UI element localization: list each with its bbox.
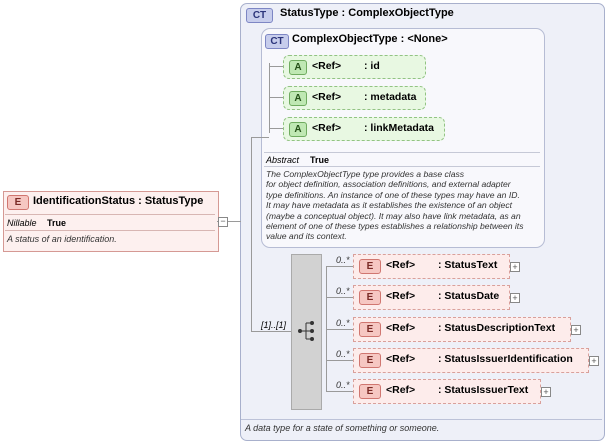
type-connector bbox=[217, 221, 241, 222]
attribute-connector bbox=[269, 63, 270, 133]
base-type-description: The ComplexObjectType type provides a ba… bbox=[266, 169, 524, 242]
element-title: IdentificationStatus : StatusType bbox=[33, 195, 204, 207]
description-line: element of one of these types establishe… bbox=[266, 221, 524, 232]
nillable-label: Nillable bbox=[7, 218, 37, 228]
divider bbox=[5, 214, 215, 215]
element-connector bbox=[326, 360, 353, 361]
element-connector bbox=[326, 329, 353, 330]
element-badge: E bbox=[359, 322, 381, 337]
element-badge: E bbox=[359, 259, 381, 274]
element-connector bbox=[326, 391, 353, 392]
complex-type-badge: CT bbox=[265, 34, 289, 49]
identification-status-element[interactable] bbox=[3, 191, 219, 252]
element-badge: E bbox=[7, 195, 29, 210]
element-ref: <Ref> bbox=[386, 384, 416, 396]
element-badge: E bbox=[359, 290, 381, 305]
expand-toggle[interactable]: + bbox=[589, 356, 599, 366]
element-connector bbox=[326, 266, 353, 267]
expand-toggle[interactable]: + bbox=[510, 262, 520, 272]
divider bbox=[264, 166, 540, 167]
divider bbox=[5, 230, 215, 231]
element-cardinality: 0..* bbox=[336, 349, 350, 359]
element-connector bbox=[326, 297, 353, 298]
description-line: for object definition, association defin… bbox=[266, 179, 511, 190]
sequence-connector bbox=[251, 331, 291, 332]
attribute-ref: <Ref> bbox=[312, 91, 342, 103]
divider bbox=[241, 419, 602, 420]
attribute-name: : metadata bbox=[364, 91, 417, 103]
attribute-name: : id bbox=[364, 60, 380, 72]
element-cardinality: 0..* bbox=[336, 318, 350, 328]
description-line: The ComplexObjectType type provides a ba… bbox=[266, 169, 465, 179]
description-line: It may have metadata as it establishes t… bbox=[266, 200, 513, 211]
nillable-value: True bbox=[47, 218, 67, 228]
sequence-connector bbox=[251, 137, 269, 138]
attribute-badge: A bbox=[289, 91, 307, 106]
element-ref: <Ref> bbox=[386, 353, 416, 365]
abstract-label: Abstract bbox=[266, 155, 300, 165]
status-issuer-text-element[interactable] bbox=[353, 379, 541, 404]
attribute-connector bbox=[269, 97, 283, 98]
status-description-text-element[interactable] bbox=[353, 317, 571, 342]
attribute-badge: A bbox=[289, 60, 307, 75]
expand-toggle[interactable]: + bbox=[571, 325, 581, 335]
element-name: : StatusDescriptionText bbox=[438, 322, 556, 334]
sequence-connector bbox=[326, 266, 327, 391]
description-line: (maybe a conceptual object). It may also… bbox=[266, 210, 521, 221]
attribute-badge: A bbox=[289, 122, 307, 137]
complex-type-badge: CT bbox=[246, 8, 273, 23]
element-description: A status of an identification. bbox=[7, 234, 117, 244]
element-ref: <Ref> bbox=[386, 259, 416, 271]
status-type-title: StatusType : ComplexObjectType bbox=[280, 7, 454, 19]
abstract-value: True bbox=[310, 155, 330, 165]
element-name: : StatusText bbox=[438, 259, 498, 271]
description-line: value and its context. bbox=[266, 231, 347, 242]
sequence-connector bbox=[251, 137, 252, 332]
expand-toggle[interactable]: + bbox=[541, 387, 551, 397]
status-issuer-identification-element[interactable] bbox=[353, 348, 589, 373]
attribute-connector bbox=[269, 128, 283, 129]
element-cardinality: 0..* bbox=[336, 380, 350, 390]
element-name: : StatusIssuerText bbox=[438, 384, 529, 396]
attribute-ref: <Ref> bbox=[312, 60, 342, 72]
element-cardinality: 0..* bbox=[336, 286, 350, 296]
sequence-icon bbox=[298, 321, 314, 341]
attribute-name: : linkMetadata bbox=[364, 122, 435, 134]
element-badge: E bbox=[359, 384, 381, 399]
base-type-title: ComplexObjectType : <None> bbox=[292, 33, 448, 45]
status-type-description: A data type for a state of something or … bbox=[245, 423, 440, 433]
element-badge: E bbox=[359, 353, 381, 368]
divider bbox=[264, 152, 540, 153]
element-cardinality: 0..* bbox=[336, 255, 350, 265]
attribute-ref: <Ref> bbox=[312, 122, 342, 134]
collapse-toggle[interactable]: − bbox=[218, 217, 228, 227]
sequence-cardinality: [1]..[1] bbox=[261, 320, 287, 330]
description-line: type definitions. An instance of one of … bbox=[266, 189, 520, 200]
element-ref: <Ref> bbox=[386, 322, 416, 334]
element-name: : StatusDate bbox=[438, 290, 500, 302]
element-name: : StatusIssuerIdentification bbox=[438, 353, 573, 365]
attribute-link-metadata[interactable] bbox=[283, 117, 445, 141]
element-ref: <Ref> bbox=[386, 290, 416, 302]
sequence-compositor[interactable] bbox=[291, 254, 322, 410]
expand-toggle[interactable]: + bbox=[510, 293, 520, 303]
attribute-connector bbox=[269, 66, 283, 67]
